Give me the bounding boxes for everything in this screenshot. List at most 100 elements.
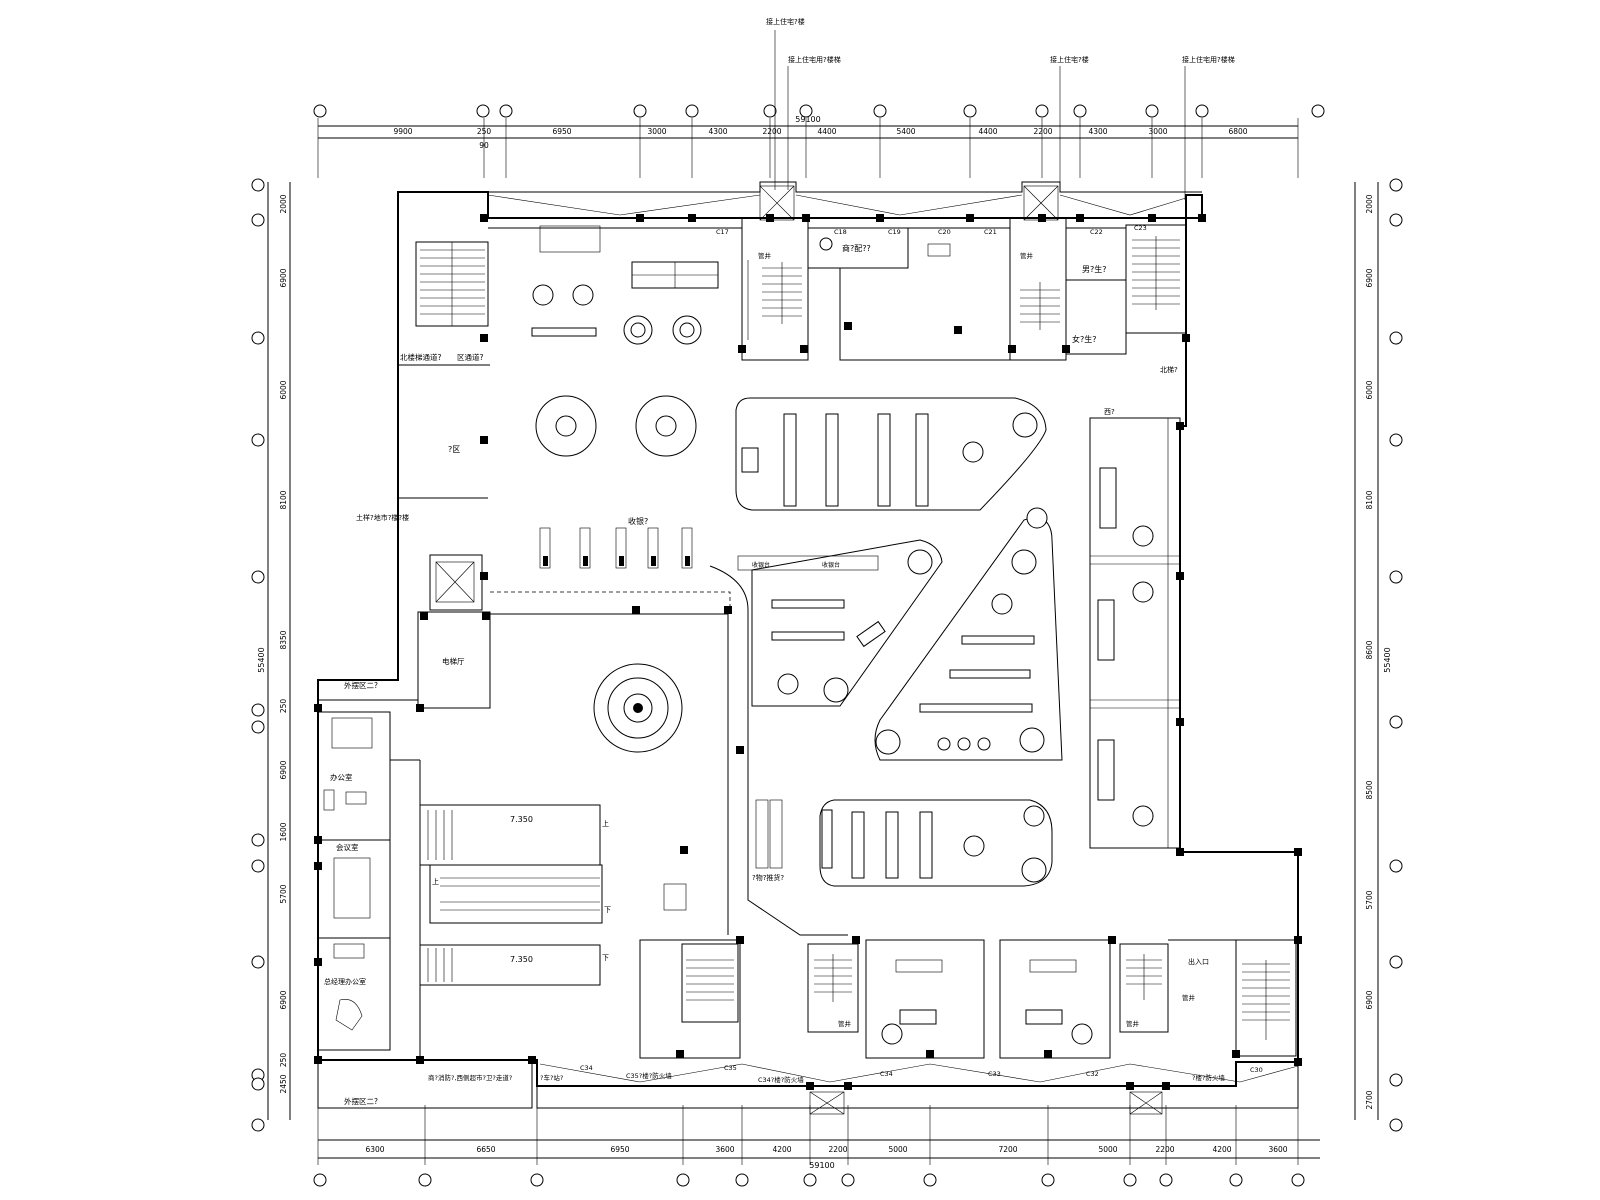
label-shaft-2: 管井 <box>1020 251 1034 260</box>
label-elevator-hall: 电梯厅 <box>442 656 465 666</box>
right-dim-5: 8600 <box>1365 640 1374 659</box>
elevator-west <box>429 554 483 611</box>
label-bottom-stop: ?车?站? <box>540 1073 563 1082</box>
code-c30: C30 <box>1250 1066 1263 1074</box>
top-note-4: 接上住宅用?楼梯 <box>1182 55 1235 64</box>
code-c34-a: C34 <box>580 1064 593 1072</box>
label-firewall-1: C35?楼?防火墙 <box>626 1071 672 1080</box>
gm-office <box>317 937 391 1051</box>
core-stair-north-2 <box>1009 217 1067 361</box>
top-note-3: 接上住宅?楼 <box>1050 55 1089 64</box>
top-dim-12: 3000 <box>1148 127 1167 136</box>
top-dim-11: 4300 <box>1088 127 1107 136</box>
label-north-stair: 北梯? <box>1160 365 1178 374</box>
top-dim-3: 6950 <box>552 127 571 136</box>
right-dim-2: 6900 <box>1365 268 1374 287</box>
code-c32: C32 <box>1086 1070 1099 1078</box>
bottom-dim-9: 5000 <box>1098 1145 1117 1154</box>
label-down-2: 下 <box>602 954 609 962</box>
bottom-dim-10: 2200 <box>1155 1145 1174 1154</box>
code-c33: C33 <box>988 1070 1001 1078</box>
left-dim-8: 1600 <box>279 822 288 841</box>
west-zone: 北楼梯通道? 区通道? ?区 土样?地市?楼?楼 电梯厅 外摆区二? 办公室 会… <box>317 241 563 1106</box>
east-sales-area: 收银台 收银台 <box>735 397 1181 887</box>
label-gm-office: 总经理办公室 <box>324 977 366 986</box>
bottom-dim-1: 6300 <box>365 1145 384 1154</box>
label-zone-corridor: 区通道? <box>457 352 483 362</box>
core-stair-south-2 <box>1119 943 1169 1033</box>
label-west-corridor: 西? <box>1104 408 1115 416</box>
label-outdoor-area-2: 外摆区二? <box>344 680 378 690</box>
code-c17: C17 <box>716 228 729 236</box>
bottom-dim-4: 3600 <box>715 1145 734 1154</box>
top-dim-4: 3000 <box>647 127 666 136</box>
core-stair-north-1 <box>741 217 809 361</box>
left-dim-9: 5700 <box>279 884 288 903</box>
bottom-dim-12: 3600 <box>1268 1145 1287 1154</box>
right-dim-9: 2700 <box>1365 1090 1374 1109</box>
label-down-1: 下 <box>604 906 611 914</box>
nw-sales-fixtures: 收银? <box>531 261 719 569</box>
left-dim-7: 6900 <box>279 760 288 779</box>
left-dim-4: 8100 <box>279 490 288 509</box>
stair-se <box>1235 939 1297 1057</box>
top-total-dim: 59100 <box>795 115 820 124</box>
label-trolley-parking: ?物?推货? <box>752 873 784 882</box>
structural-columns <box>314 214 1302 1090</box>
label-meeting: 会议室 <box>336 842 359 852</box>
bottom-dim-5: 4200 <box>772 1145 791 1154</box>
code-c22: C22 <box>1090 228 1103 236</box>
right-total-dim: 55400 <box>1383 647 1392 672</box>
escalator-middle <box>429 864 603 924</box>
left-dim-12: 2450 <box>279 1074 288 1093</box>
code-c23: C23 <box>1134 224 1147 232</box>
label-cashier: 收银? <box>628 516 648 526</box>
label-bottom-corridor: 商?消防?,西侧超市?卫?走道? <box>428 1073 512 1082</box>
label-up-2: 上 <box>602 819 609 828</box>
label-female-toilet: 女?生? <box>1072 334 1097 344</box>
bottom-dim-6: 2200 <box>828 1145 847 1154</box>
code-c34-b: C34 <box>880 1070 893 1078</box>
right-dim-4: 8100 <box>1365 490 1374 509</box>
bottom-total-dim: 59100 <box>809 1161 834 1170</box>
label-north-stair-corridor: 北楼梯通道? <box>400 352 441 362</box>
label-zone: ?区 <box>448 445 460 454</box>
office-room <box>317 711 391 841</box>
top-dim-10: 2200 <box>1033 127 1052 136</box>
code-c21: C21 <box>984 228 997 236</box>
escalator-lower <box>419 944 601 986</box>
left-dim-11: 250 <box>279 1053 288 1068</box>
bottom-dim-7: 5000 <box>888 1145 907 1154</box>
bottom-dim-11: 4200 <box>1212 1145 1231 1154</box>
central-atrium: 7.350 上 下 7.350 上 下 ?物?推货? <box>419 565 848 1059</box>
code-c35: C35 <box>724 1064 737 1072</box>
top-connection-notes: 接上住宅?楼 接上住宅用?楼梯 接上住宅?楼 接上住宅用?楼梯 <box>766 17 1235 200</box>
top-dim-5: 4300 <box>708 127 727 136</box>
stair-ne <box>1125 224 1187 334</box>
left-dim-5: 8350 <box>279 630 288 649</box>
bottom-dim-8: 7200 <box>998 1145 1017 1154</box>
label-firewall-2: C34?楼?防火墙 <box>758 1075 804 1084</box>
top-dim-9: 4400 <box>978 127 997 136</box>
bottom-dim-2: 6650 <box>476 1145 495 1154</box>
left-dim-3: 6000 <box>279 380 288 399</box>
right-dimension-chain: 55400 2000 6900 6000 8100 8600 8500 5700… <box>1354 178 1403 1132</box>
label-level-upper: 7.350 <box>510 815 533 824</box>
left-dim-1: 2000 <box>279 194 288 213</box>
label-distribution: 商?配?? <box>842 243 871 253</box>
label-counter-2: 收银台 <box>822 561 840 569</box>
label-supermarket-stair: 土样?地市?楼?楼 <box>356 513 409 522</box>
bottom-dim-3: 6950 <box>610 1145 629 1154</box>
left-total-dim: 55400 <box>257 647 266 672</box>
left-dim-6: 250 <box>279 699 288 714</box>
label-entrance: 出入口 <box>1188 957 1209 966</box>
escalator-upper <box>419 804 601 866</box>
top-dimension-chain: 59100 9900 250 6950 3000 4300 2200 4400 … <box>313 104 1325 178</box>
label-shaft-3: 管井 <box>838 1019 852 1028</box>
south-rooms: 管井 管井 管井 C <box>580 939 1297 1115</box>
top-dim-13: 6800 <box>1228 127 1247 136</box>
label-up-1: 上 <box>432 877 439 886</box>
right-dim-8: 6900 <box>1365 990 1374 1009</box>
code-c20: C20 <box>938 228 951 236</box>
